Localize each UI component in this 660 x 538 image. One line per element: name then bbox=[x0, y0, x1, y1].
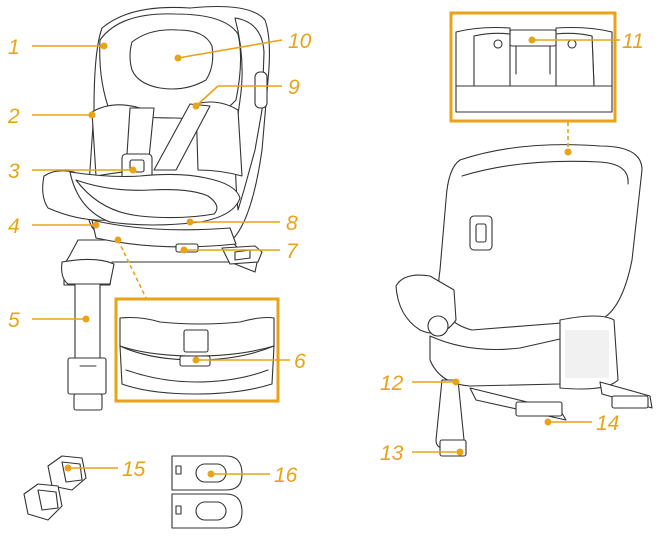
callout-8: 8 bbox=[186, 212, 298, 235]
callout-9: 9 bbox=[192, 76, 300, 110]
svg-text:14: 14 bbox=[596, 412, 619, 435]
svg-text:5: 5 bbox=[8, 309, 20, 332]
callout-10: 10 bbox=[174, 30, 312, 62]
svg-text:8: 8 bbox=[286, 212, 298, 235]
svg-text:9: 9 bbox=[288, 76, 300, 99]
leader-to-detail-6 bbox=[117, 239, 147, 299]
detail-box-6: 6 bbox=[114, 297, 306, 403]
callout-13: 13 bbox=[380, 442, 464, 465]
callout-4: 4 bbox=[8, 215, 100, 238]
svg-text:10: 10 bbox=[288, 30, 312, 53]
svg-text:16: 16 bbox=[274, 464, 298, 487]
callout-3: 3 bbox=[8, 160, 137, 183]
svg-text:1: 1 bbox=[8, 36, 20, 59]
callout-14: 14 bbox=[544, 412, 619, 435]
svg-text:4: 4 bbox=[8, 215, 20, 238]
callout-1: 1 bbox=[8, 36, 108, 59]
svg-text:2: 2 bbox=[7, 105, 20, 128]
callout-5: 5 bbox=[8, 309, 90, 332]
callout-2: 2 bbox=[7, 105, 96, 128]
callout-15: 15 bbox=[64, 458, 146, 481]
accessory-15-isofix-guides: 15 bbox=[23, 455, 146, 521]
svg-text:11: 11 bbox=[622, 30, 644, 53]
accessory-16-seat-inserts: 16 bbox=[171, 455, 298, 529]
callout-11: 11 bbox=[528, 30, 644, 53]
svg-text:7: 7 bbox=[286, 240, 299, 263]
svg-text:15: 15 bbox=[122, 458, 146, 481]
svg-text:13: 13 bbox=[380, 442, 404, 465]
callout-7: 7 bbox=[180, 240, 299, 263]
svg-text:12: 12 bbox=[380, 372, 404, 395]
back-view-callouts: 12 13 14 bbox=[380, 122, 619, 465]
front-view-callouts: 1 2 3 4 5 7 8 9 bbox=[7, 30, 312, 332]
detail-box-11: 11 bbox=[449, 11, 644, 123]
svg-text:3: 3 bbox=[8, 160, 20, 183]
callout-16: 16 bbox=[207, 464, 298, 487]
callout-6: 6 bbox=[192, 350, 306, 373]
callout-12: 12 bbox=[380, 372, 460, 395]
front-view-seat bbox=[42, 6, 271, 411]
svg-text:6: 6 bbox=[294, 350, 306, 373]
back-view-seat bbox=[395, 144, 653, 457]
